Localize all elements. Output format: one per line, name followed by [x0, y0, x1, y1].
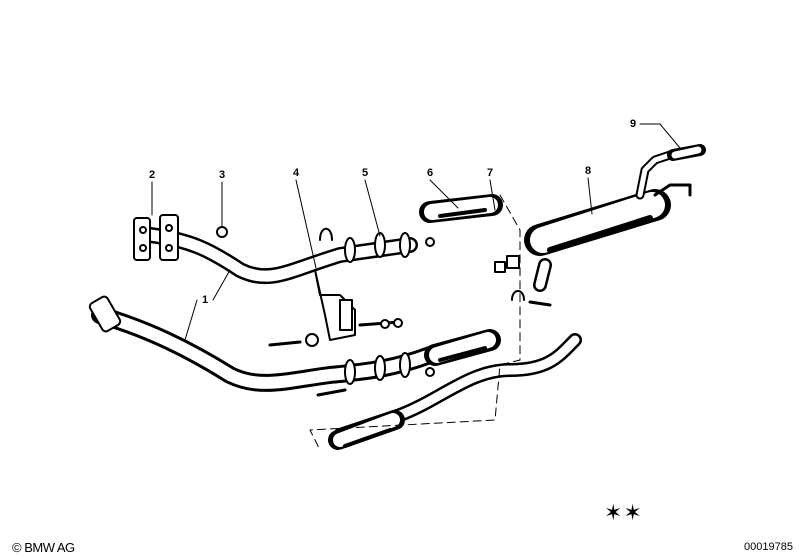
center-silencer-lower: [424, 329, 501, 366]
callout-8: 8: [584, 165, 592, 177]
rating-stars: ✶✶: [604, 500, 643, 525]
document-number: 00019785: [744, 541, 793, 553]
lower-front-pipe: [91, 306, 439, 392]
upper-front-pipe: [142, 227, 418, 285]
assembly-lines: [309, 194, 521, 451]
rear-silencer: [524, 150, 692, 292]
rear-pipe-lower: [328, 333, 582, 450]
callout-1: 1: [201, 294, 209, 306]
callout-7: 7: [486, 167, 494, 179]
center-silencer-upper: [419, 194, 503, 223]
callout-6: 6: [426, 167, 434, 179]
clamps: [216, 226, 525, 385]
callout-3: 3: [218, 169, 226, 181]
callout-4: 4: [292, 167, 300, 179]
flanges: [88, 214, 179, 333]
callout-2: 2: [148, 169, 156, 181]
tailpipe: [667, 144, 706, 161]
callout-5: 5: [361, 167, 369, 179]
callout-9: 9: [629, 118, 637, 130]
hanger-bracket: [268, 269, 552, 397]
leader-lines: [151, 123, 681, 341]
copyright-notice: © BMW AG: [12, 540, 75, 555]
